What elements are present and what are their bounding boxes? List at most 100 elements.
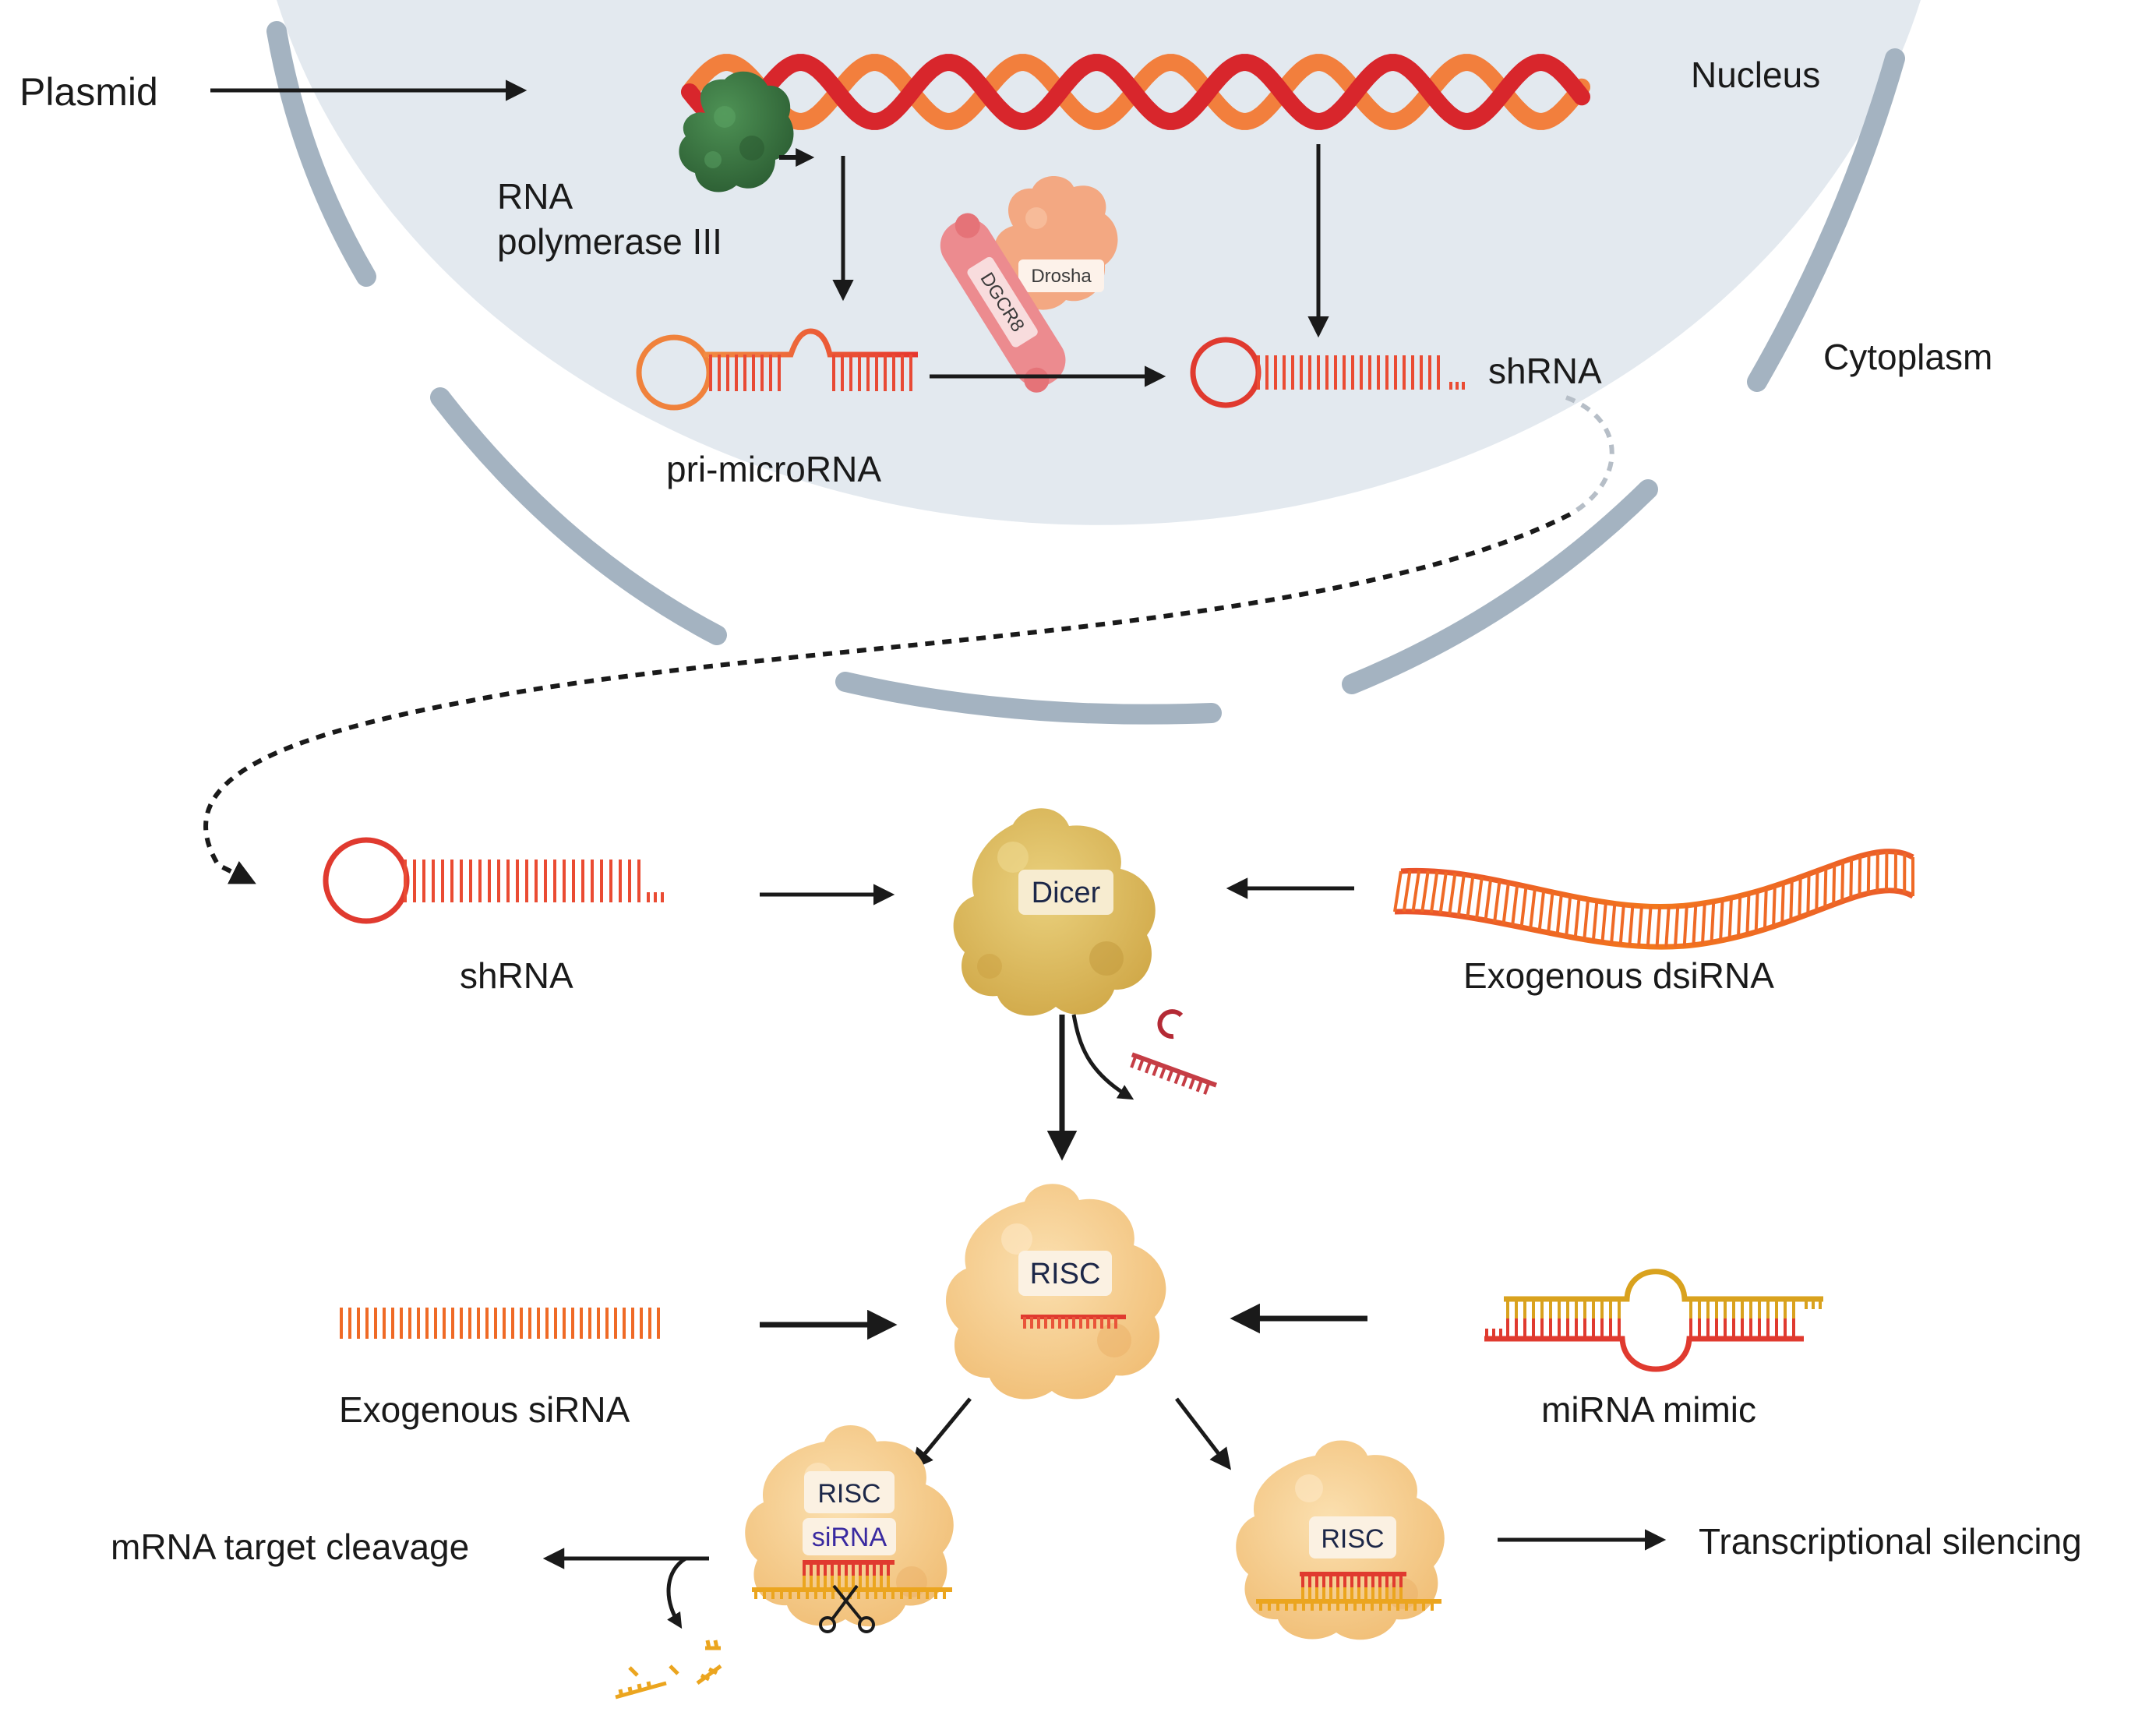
envelope-segment bbox=[1342, 479, 1658, 694]
dgcr8-texture bbox=[954, 213, 980, 238]
base-pair bbox=[1475, 877, 1484, 920]
shrna-hairpin-cytoplasm bbox=[323, 837, 664, 924]
dicer-enzyme: Dicer bbox=[953, 808, 1156, 1016]
base-pair bbox=[1529, 888, 1537, 930]
base-pair bbox=[1411, 870, 1421, 912]
mimic-base-pairs bbox=[1485, 1299, 1822, 1339]
rna-polymerase-iii bbox=[679, 71, 794, 192]
drosha-tag-text: Drosha bbox=[1031, 266, 1092, 287]
sirna-tag-text: siRNA bbox=[812, 1523, 887, 1552]
dicer-tag bbox=[1018, 870, 1113, 915]
drosha-dgcr8-complex: Drosha DGCR8 bbox=[940, 176, 1118, 393]
base-pair bbox=[1519, 886, 1528, 928]
target-base-pairs bbox=[1259, 1574, 1434, 1611]
risc-guide-base-pairs bbox=[1023, 1317, 1117, 1329]
rna-polymerase-label-line2: polymerase III bbox=[497, 221, 722, 262]
envelope-segment bbox=[430, 387, 727, 645]
scissors-icon bbox=[819, 1584, 875, 1633]
risc-texture bbox=[1097, 1323, 1131, 1357]
base-pair bbox=[1573, 897, 1581, 938]
base-pair bbox=[1173, 1071, 1181, 1085]
shrna-cytoplasm-label: shRNA bbox=[460, 955, 573, 996]
dgcr8-tag bbox=[967, 256, 1038, 348]
dgcr8-texture bbox=[1024, 367, 1050, 393]
scissors-blade bbox=[832, 1584, 863, 1621]
risc-mirna-tag-text: RISC bbox=[1321, 1524, 1384, 1554]
nucleus-label: Nucleus bbox=[1691, 55, 1820, 95]
scissors-handle bbox=[819, 1616, 836, 1633]
base-pair bbox=[1137, 1057, 1145, 1071]
base-pair bbox=[1188, 1076, 1196, 1090]
base-pair bbox=[1858, 856, 1862, 896]
pri-mirna-base-pairs bbox=[709, 355, 912, 391]
released-stem-fragment bbox=[1130, 1052, 1217, 1095]
mrna-cleavage-label: mRNA target cleavage bbox=[111, 1527, 469, 1567]
base-pair bbox=[1727, 898, 1733, 939]
nucleus bbox=[266, 0, 1921, 725]
risc-tag bbox=[1018, 1251, 1112, 1296]
base-pair bbox=[1701, 902, 1706, 944]
dicer-tag-text: Dicer bbox=[1032, 877, 1101, 909]
base-pair bbox=[1429, 871, 1439, 913]
base-pair bbox=[1420, 870, 1430, 912]
base-pair bbox=[1484, 878, 1493, 921]
polymerase-texture bbox=[704, 151, 722, 168]
transcriptional-silencing-label: Transcriptional silencing bbox=[1699, 1521, 2082, 1562]
base-pair bbox=[1511, 884, 1519, 926]
exogenous-sirna-molecule bbox=[335, 1304, 670, 1342]
base-pair bbox=[1664, 906, 1671, 948]
base-pair bbox=[1181, 1074, 1189, 1087]
base-pair bbox=[1152, 1063, 1159, 1076]
cytoplasm-label: Cytoplasm bbox=[1823, 337, 1992, 377]
released-loop-fragment bbox=[1157, 1009, 1184, 1040]
dna-strand-red bbox=[681, 54, 1590, 130]
fragment-strand bbox=[1131, 1052, 1217, 1088]
base-pair bbox=[1145, 1061, 1152, 1074]
base-pair bbox=[1493, 880, 1501, 923]
dsirna-top-strand bbox=[1400, 849, 1914, 910]
pri-microrna-label: pri-microRNA bbox=[666, 449, 881, 489]
base-pair bbox=[1710, 901, 1716, 943]
base-pair bbox=[1628, 905, 1635, 946]
base-pair bbox=[1737, 895, 1742, 937]
base-pair bbox=[1591, 900, 1599, 941]
base-pair bbox=[1823, 867, 1828, 909]
base-pair bbox=[1832, 864, 1837, 905]
base-pair bbox=[1402, 870, 1412, 912]
risc-to-cleavage-arrow bbox=[911, 1397, 972, 1470]
risc-tag-text: RISC bbox=[1030, 1258, 1101, 1290]
drosha-texture bbox=[1025, 207, 1047, 229]
exogenous-sirna-label: Exogenous siRNA bbox=[339, 1389, 630, 1430]
risc-sirna-tag-text: RISC bbox=[817, 1479, 880, 1509]
scissors-handle bbox=[858, 1616, 875, 1633]
base-pair bbox=[1780, 883, 1785, 924]
dsirna-base-pairs bbox=[1393, 851, 1914, 948]
sirna-base-pairs bbox=[340, 1308, 660, 1339]
base-pair bbox=[1866, 853, 1871, 894]
dicer-texture bbox=[977, 954, 1002, 979]
nuclear-export-path-inside bbox=[1565, 395, 1614, 517]
base-pair bbox=[1815, 870, 1819, 912]
base-pair bbox=[1637, 905, 1643, 947]
base-pair bbox=[1438, 872, 1448, 914]
risc-complex-center: RISC bbox=[945, 1184, 1166, 1400]
risc-texture bbox=[1295, 1474, 1323, 1502]
base-pair bbox=[1610, 903, 1617, 944]
base-pair bbox=[1655, 906, 1662, 948]
base-pair bbox=[1772, 885, 1777, 927]
risc-complex-mirna: RISC bbox=[1236, 1440, 1445, 1640]
base-pair bbox=[1203, 1082, 1211, 1095]
nuclear-export-path bbox=[203, 512, 1572, 884]
risc-to-silencing-arrow bbox=[1175, 1397, 1232, 1470]
mrna-fragment bbox=[628, 1664, 679, 1677]
base-pair bbox=[1745, 893, 1751, 935]
polymerase-texture bbox=[739, 136, 764, 161]
fragment-release-arrow bbox=[666, 1556, 687, 1629]
base-pair bbox=[1798, 877, 1802, 918]
exogenous-dsirna-molecule bbox=[1393, 849, 1914, 950]
pri-mirna-top-strand bbox=[704, 328, 918, 358]
base-pair bbox=[1565, 895, 1572, 937]
envelope-segment bbox=[835, 672, 1222, 725]
fragment-base-pairs bbox=[1130, 1055, 1211, 1095]
base-pair bbox=[1618, 904, 1625, 945]
